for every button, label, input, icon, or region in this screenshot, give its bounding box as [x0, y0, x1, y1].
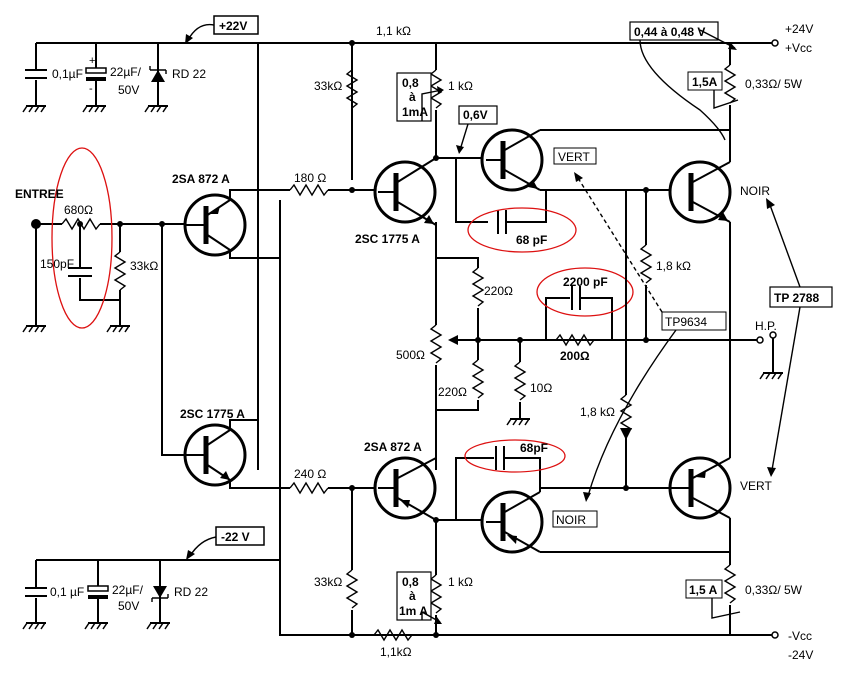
q3-label: 2SC 1775 A [355, 232, 420, 246]
bias-upper [433, 105, 730, 253]
r-in2-label: 33kΩ [130, 259, 158, 273]
vcc-neg-label: -Vcc [788, 629, 812, 643]
vert-top-label: VERT [558, 150, 590, 164]
pos-rail-label: +22V [219, 19, 247, 33]
r-220-bot-label: 220Ω [438, 385, 467, 399]
q1-label: 2SA 872 A [172, 172, 230, 186]
tp2788-box [766, 198, 833, 477]
c-68-bot-label: 68pF [520, 441, 548, 455]
q2-transistor [183, 419, 290, 489]
pot-500-label: 500Ω [396, 348, 425, 362]
c-top-2-label-a: 22µF/ [110, 65, 142, 79]
v06-label: 0,6V [463, 108, 488, 122]
plus24-label: +24V [785, 22, 813, 36]
out-top-transistor [668, 130, 732, 340]
bias-box-label: 0,44 à 0,48 V [634, 25, 705, 39]
zener-top-label: RD 22 [172, 67, 206, 81]
current-bot-3: 1m A [399, 604, 428, 618]
hp-label: H.P. [755, 319, 777, 333]
zener-bot-label: RD 22 [174, 585, 208, 599]
r-180 [258, 183, 378, 197]
q4-label: 2SA 872 A [364, 440, 422, 454]
tp2788-label: TP 2788 [774, 291, 819, 305]
noir-bot-label: NOIR [556, 513, 586, 527]
noir-out-label: NOIR [740, 184, 770, 198]
r-1k8-bot-label: 1,8 kΩ [580, 405, 615, 419]
r-bot-33k-label: 33kΩ [314, 575, 342, 589]
r-240-label: 240 Ω [294, 467, 326, 481]
r-200-label: 200Ω [560, 349, 590, 363]
r-033-bot-label: 0,33Ω/ 5W [745, 583, 803, 597]
c-in-label: 150pF [40, 257, 74, 271]
c-bot-1-label: 0,1 µF [50, 585, 84, 599]
r-top-1k [396, 69, 444, 158]
vert-out-label: VERT [740, 479, 772, 493]
svg-text:-: - [89, 83, 93, 95]
input-network [22, 147, 186, 456]
feedback-network [536, 267, 634, 347]
r-1k8-top-label: 1,8 kΩ [656, 259, 691, 273]
current-top-3: 1mA [402, 105, 428, 119]
vcc-pos-label: +Vcc [785, 41, 812, 55]
c-top-1-label: 0,1µF [52, 67, 83, 81]
r-10 [506, 337, 531, 426]
current-bot-1: 0,8 [402, 575, 419, 589]
c-68-top-label: 68 pF [516, 233, 547, 247]
tp9634-label: TP9634 [665, 315, 707, 329]
top-supply-caps: + - [22, 55, 169, 113]
minus24-label: -24V [788, 648, 813, 662]
neg-rail-box [186, 526, 265, 560]
noir-bot-box [552, 510, 598, 528]
svg-text:+: + [89, 55, 95, 67]
r-1k8-top [639, 187, 653, 343]
q1-transistor [183, 189, 280, 259]
bias-network [429, 222, 760, 470]
fuse-top-label: 1,5A [692, 75, 718, 89]
c-bot-2-label-b: 50V [118, 599, 139, 613]
input-label: ENTREE [15, 187, 64, 201]
bias-lower [433, 439, 730, 554]
c-top-2-label-b: 50V [118, 83, 139, 97]
bias-box [629, 21, 737, 141]
r-033-top-label: 0,33Ω/ 5W [745, 77, 803, 91]
neg-rail-label: -22 V [221, 530, 250, 544]
r-bot-1k [396, 571, 443, 638]
r-220-top-label: 220Ω [484, 284, 513, 298]
r-bot-1k-label: 1 kΩ [448, 575, 473, 589]
r-bot-1k1-label: 1,1kΩ [380, 645, 412, 659]
r-bot-33k [345, 485, 359, 638]
r-in-label: 680Ω [64, 203, 93, 217]
current-top-2: à [409, 90, 416, 104]
tp9634-box [574, 172, 727, 502]
bottom-rail [22, 200, 779, 639]
r-033-top [687, 64, 739, 130]
current-bot-2: à [409, 589, 416, 603]
r-180-label: 180 Ω [294, 171, 326, 185]
c-2200-label: 2200 pF [563, 275, 608, 289]
out-bot-transistor [626, 340, 732, 565]
pos-rail-box [185, 15, 259, 44]
r-top-33k [345, 40, 359, 193]
fuse-bot-label: 1,5 A [689, 583, 718, 597]
r-1k8-bot [619, 190, 633, 491]
r-bot-1k1 [373, 628, 413, 642]
q3-transistor [373, 157, 437, 226]
current-top-1: 0,8 [402, 76, 419, 90]
vert-top-box [553, 147, 597, 165]
q2-label: 2SC 1775 A [180, 407, 245, 421]
hp-output [756, 331, 784, 380]
r-10-label: 10Ω [530, 381, 552, 395]
c-bot-2-label-a: 22µF/ [112, 583, 144, 597]
r-top-1k-label: 1 kΩ [448, 79, 473, 93]
r-240 [289, 481, 378, 495]
r-top-33k-label: 33kΩ [314, 79, 342, 93]
r-033-bot [685, 564, 741, 635]
r-top-1k1-label: 1,1 kΩ [376, 24, 411, 38]
q4-transistor [373, 456, 437, 575]
